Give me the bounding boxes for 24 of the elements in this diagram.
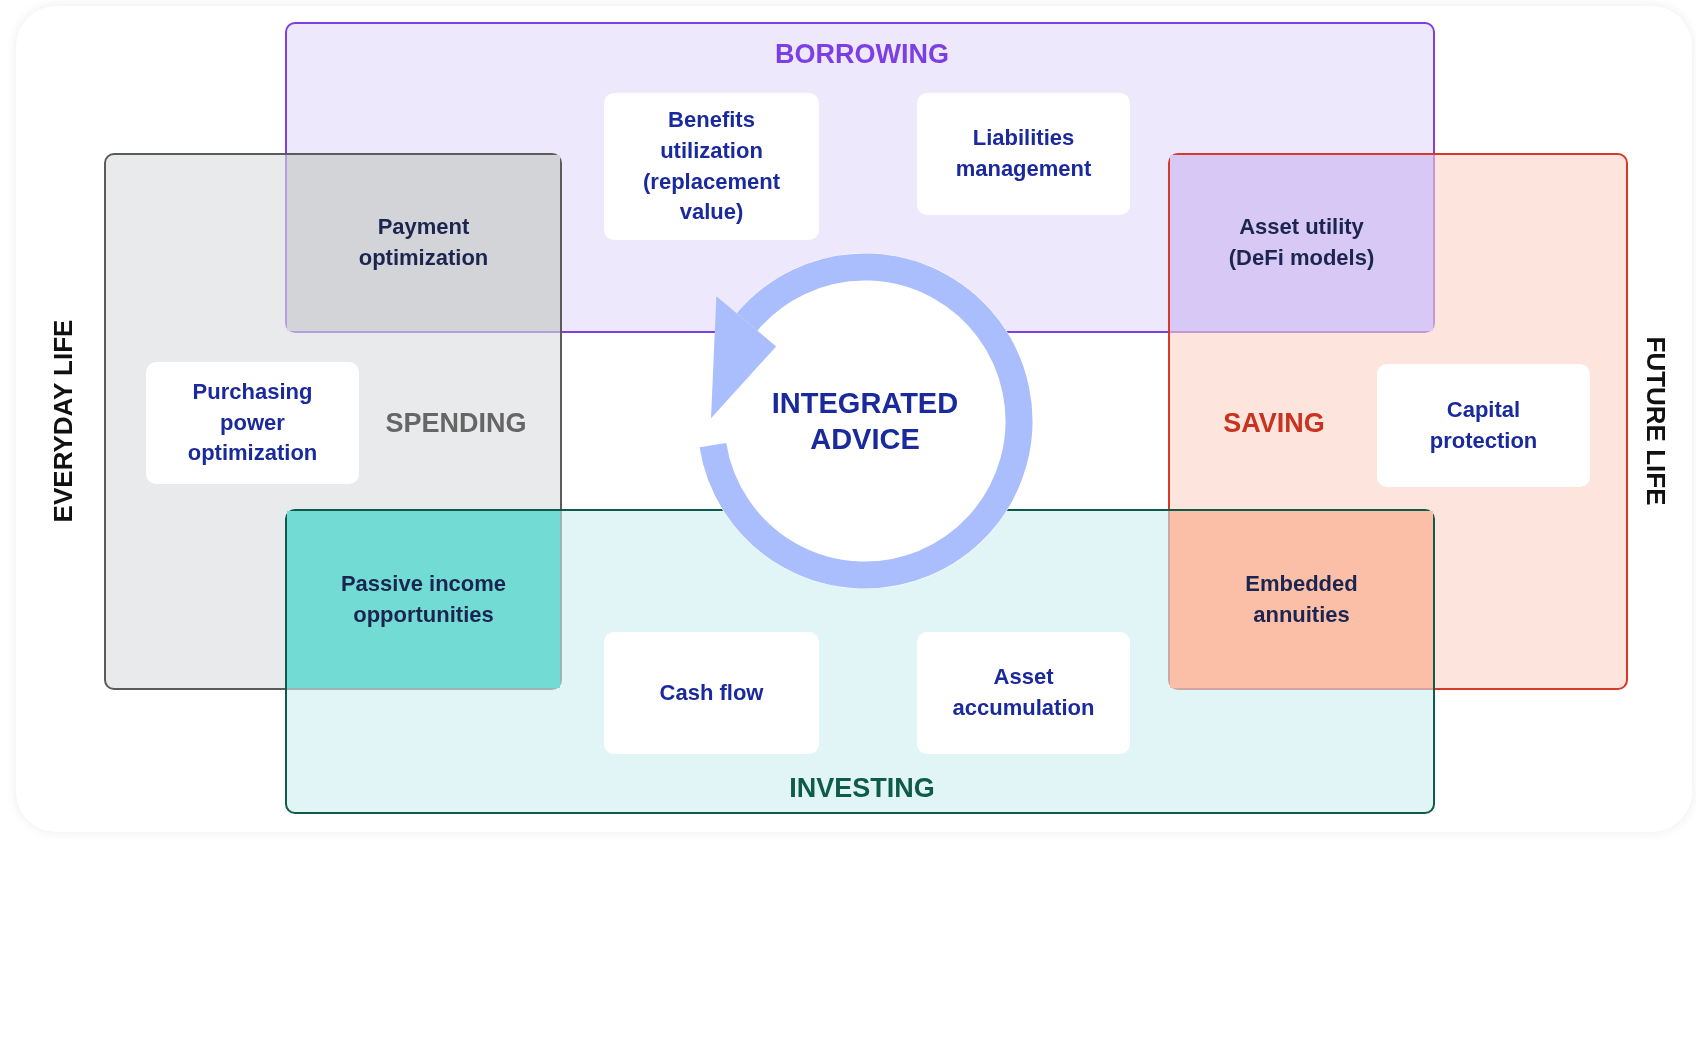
item-text: Capital protection	[1428, 395, 1539, 455]
overlap-region	[1170, 155, 1433, 331]
category-title: SAVING	[1223, 407, 1325, 439]
item-text: Liabilities management	[954, 124, 1093, 183]
category-title: BORROWING	[775, 38, 949, 70]
overlap-region	[1170, 511, 1433, 688]
region-text: Payment optimization	[357, 213, 490, 272]
item-card	[1377, 364, 1590, 487]
item-text: Cash flow	[659, 678, 764, 707]
region-text: Embedded annuities	[1244, 569, 1359, 629]
category-title: SPENDING	[385, 407, 527, 439]
item-text: Benefits utilization (replacement value)	[642, 105, 781, 227]
region-text: Asset utility (DeFi models)	[1227, 213, 1376, 272]
item-text: Asset accumulation	[951, 663, 1096, 722]
item-text: Purchasing power optimization	[186, 377, 319, 468]
region-text: Passive income opportunities	[339, 569, 508, 629]
overlap-region	[287, 155, 560, 331]
overlap-region	[287, 511, 560, 688]
item-card	[917, 632, 1130, 754]
center-title: INTEGRATED ADVICE	[770, 385, 960, 457]
axis-label: EVERYDAY LIFE	[47, 319, 79, 523]
axis-label: FUTURE LIFE	[1639, 336, 1671, 506]
item-card	[604, 632, 819, 754]
category-title: INVESTING	[789, 772, 935, 804]
